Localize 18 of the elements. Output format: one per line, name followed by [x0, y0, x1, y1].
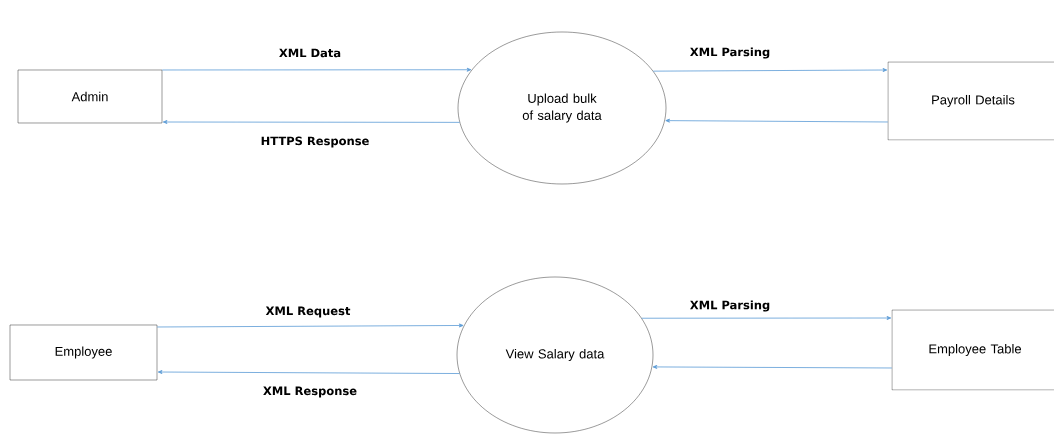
- arrow: [641, 316, 892, 320]
- arrow: [652, 68, 888, 72]
- arrow: [161, 67, 472, 72]
- entity-box: Payroll Details: [887, 61, 1054, 141]
- entity-box: Employee: [9, 324, 158, 381]
- arrow: [665, 118, 889, 123]
- edge-label: XML Data: [277, 47, 343, 59]
- arrow: [157, 370, 460, 374]
- arrow: [156, 323, 464, 328]
- edge-label: HTTPS Response: [259, 135, 371, 149]
- entity-box: Employee Table: [891, 309, 1054, 391]
- edge-label: XML Parsing: [688, 46, 772, 60]
- arrow: [162, 120, 461, 124]
- arrow: [652, 364, 893, 369]
- edge-label: XML Response: [261, 385, 359, 399]
- entity-box: Admin: [17, 69, 163, 124]
- edge-label: XML Request: [264, 305, 352, 319]
- edge-label: XML Parsing: [688, 299, 772, 313]
